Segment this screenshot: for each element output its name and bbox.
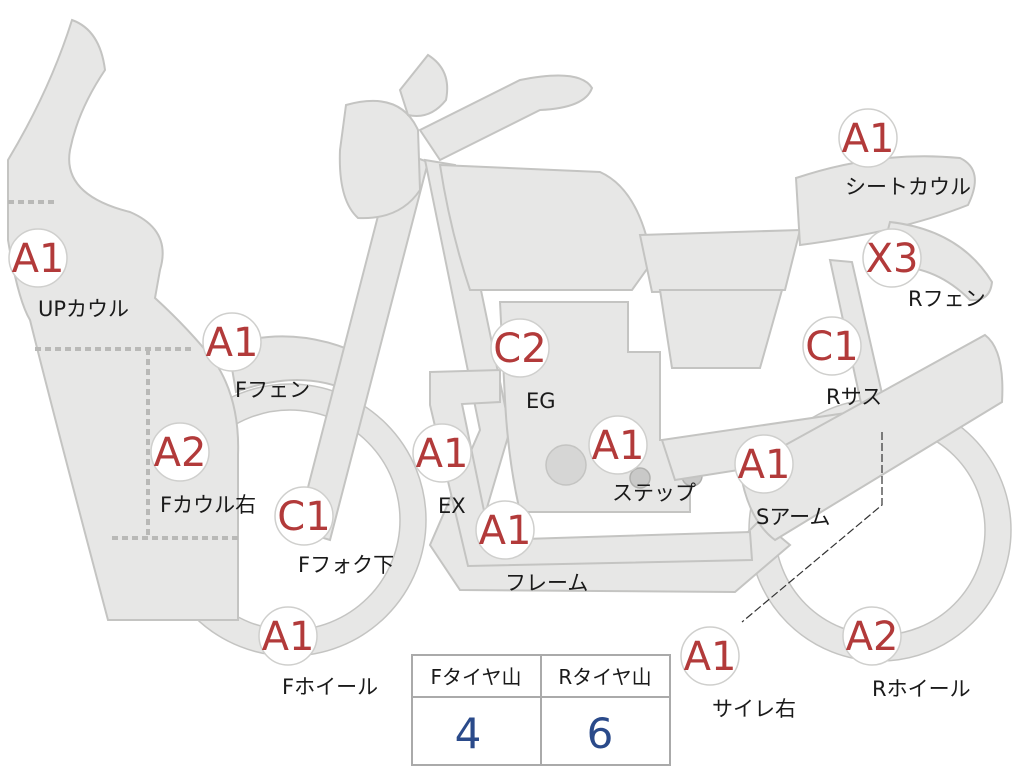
part-badge-step: A1 ステップ — [588, 415, 696, 505]
grade-badge-circle — [838, 108, 898, 168]
grade-text: A1 — [206, 320, 259, 366]
grade-badge-circle — [412, 423, 472, 483]
grade-badge-circle — [274, 486, 334, 546]
grade-badge-circle — [842, 606, 902, 666]
grade-badge-circle — [8, 228, 68, 288]
grade-text: A1 — [842, 116, 895, 162]
part-label: EG — [526, 389, 556, 413]
part-label: ステップ — [612, 481, 696, 505]
grade-badge-circle — [202, 312, 262, 372]
part-label: EX — [438, 494, 466, 518]
tire-tread-table: Fタイヤ山 Rタイヤ山 4 6 — [411, 654, 671, 766]
side-cover-shape — [658, 289, 784, 369]
grade-badge-circle — [475, 500, 535, 560]
grade-text: A1 — [592, 423, 645, 469]
seat-shape — [638, 228, 802, 294]
fuel-tank-shape — [438, 163, 654, 291]
rear-tread-value: 6 — [587, 709, 614, 758]
grade-text: C1 — [277, 494, 330, 540]
headlight-shape — [338, 99, 422, 220]
exhaust-pipe-shape — [429, 368, 754, 568]
grade-badge-circle — [588, 415, 648, 475]
front-tread-header: Fタイヤ山 — [431, 665, 522, 689]
mirror-shape — [398, 53, 449, 117]
grade-text: C1 — [805, 324, 858, 370]
grade-badge-circle — [258, 606, 318, 666]
part-label: Fカウル右 — [160, 493, 256, 517]
front-tread-value: 4 — [455, 709, 482, 758]
grade-badge-circle — [680, 626, 740, 686]
part-label: フレーム — [505, 571, 588, 595]
grade-text: A1 — [262, 614, 315, 660]
silencer-shape — [738, 333, 1004, 542]
grade-badge-circle — [862, 228, 922, 288]
rear-tread-header: Rタイヤ山 — [558, 665, 651, 689]
grade-badge-circle — [734, 434, 794, 494]
part-badge-silencer-right: A1 サイレ右 — [680, 626, 796, 721]
grade-text: C2 — [493, 326, 546, 372]
part-label: UPカウル — [38, 297, 129, 321]
engine-cover-shape — [545, 444, 587, 486]
grade-text: X3 — [866, 236, 919, 282]
grade-text: A1 — [416, 431, 469, 477]
part-badge-seat-cowl: A1 シートカウル — [838, 108, 971, 199]
step-peg-left — [629, 467, 651, 489]
part-label: Rホイール — [872, 677, 971, 701]
part-label: Sアーム — [756, 505, 830, 529]
grade-badge-circle — [490, 318, 550, 378]
part-label: Fフォク下 — [298, 553, 394, 577]
grade-badge-circle — [150, 422, 210, 482]
grade-text: A1 — [684, 634, 737, 680]
part-label: Rサス — [826, 385, 882, 409]
silencer-leader-line — [741, 432, 883, 623]
part-label: Rフェン — [908, 287, 986, 311]
cowl-divider-lines — [8, 200, 238, 540]
grade-text: A1 — [479, 508, 532, 554]
part-badge-frame: A1 フレーム — [475, 500, 588, 595]
grade-text: A1 — [12, 236, 65, 282]
grade-text: A2 — [846, 614, 899, 660]
part-label: シートカウル — [845, 175, 971, 199]
grade-badge-circle — [802, 316, 862, 376]
part-label: Fホイール — [282, 675, 378, 699]
part-label: サイレ右 — [712, 697, 796, 721]
grade-text: A1 — [738, 442, 791, 488]
part-label: Fフェン — [235, 378, 310, 402]
grade-text: A2 — [154, 430, 207, 476]
handlebar-shape — [418, 74, 594, 162]
